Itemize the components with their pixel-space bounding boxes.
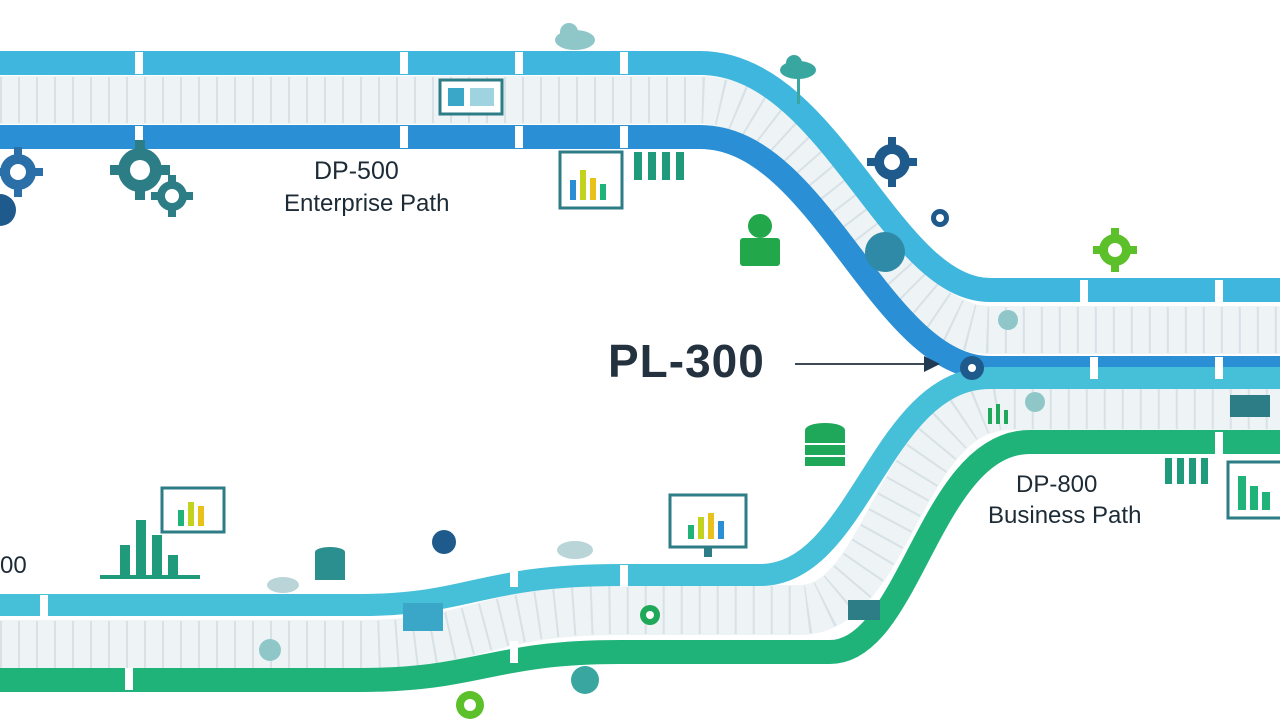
- cloud-icon: [998, 310, 1018, 330]
- cloud-icon: [780, 55, 816, 104]
- gear-icon: [0, 147, 43, 197]
- monitor-chart-icon: [160, 486, 226, 534]
- database-icon: [315, 547, 345, 580]
- bar-chart-icon: [100, 520, 200, 579]
- gear-icon: [931, 209, 949, 227]
- node-dot-icon: [0, 194, 16, 226]
- person-icon: [988, 404, 1008, 424]
- business-path-name: Business Path: [988, 502, 1142, 529]
- monitor-chart-icon: [668, 493, 748, 557]
- bar-chart-icon: [1165, 458, 1208, 484]
- monitor-chart-icon: [438, 78, 504, 116]
- track-connectors: [40, 52, 1223, 690]
- business-track: [0, 367, 1280, 692]
- cloud-icon: [571, 666, 599, 694]
- monitor-chart-icon: [403, 603, 443, 631]
- cloud-icon: [267, 577, 299, 593]
- center-node-code: PL-300: [608, 335, 765, 387]
- cloud-icon: [259, 639, 281, 661]
- gear-icon: [640, 605, 660, 625]
- monitor-chart-icon: [1230, 395, 1270, 417]
- cloud-icon: [555, 23, 595, 50]
- cloud-icon: [865, 232, 905, 272]
- person-icon: [740, 214, 780, 266]
- enterprise-track: [0, 51, 1280, 380]
- monitor-chart-icon: [848, 600, 880, 620]
- left-path-code: 00: [0, 552, 27, 579]
- business-path-code: DP-800: [1016, 471, 1098, 498]
- gear-icon: [110, 140, 170, 200]
- arrow-icon: [795, 356, 984, 380]
- enterprise-path-code: DP-500: [314, 157, 399, 185]
- cloud-icon: [1025, 392, 1045, 412]
- gear-icon: [456, 691, 484, 719]
- gear-icon: [151, 175, 193, 217]
- database-icon: [805, 423, 845, 466]
- cloud-icon: [557, 541, 593, 559]
- bar-chart-icon: [634, 152, 684, 180]
- monitor-chart-icon: [1226, 460, 1280, 520]
- enterprise-path-name: Enterprise Path: [284, 190, 450, 217]
- gear-icon: [1093, 228, 1137, 272]
- cloud-icon: [432, 530, 456, 554]
- monitor-chart-icon: [558, 150, 624, 210]
- gear-icon: [867, 137, 917, 187]
